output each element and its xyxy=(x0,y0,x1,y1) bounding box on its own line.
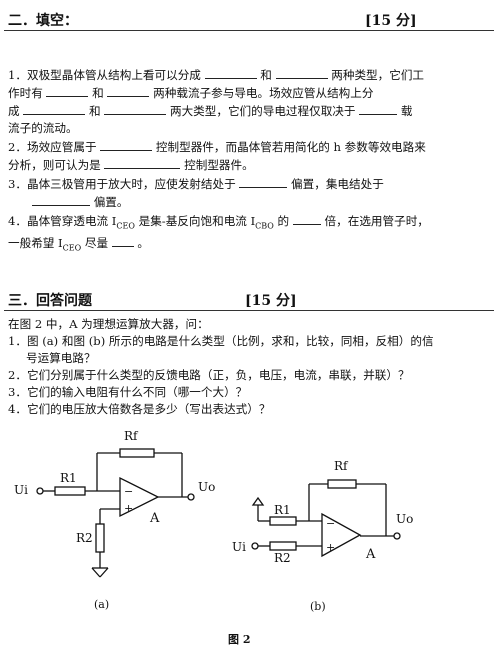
blank[interactable] xyxy=(275,66,328,79)
label-amp-a: A xyxy=(149,511,160,526)
svg-text:+: + xyxy=(326,541,335,554)
circuit-b: − + Rf R1 R2 Ui Uo A (b) xyxy=(232,459,413,613)
svg-text:−: − xyxy=(326,517,335,530)
caption-b: (b) xyxy=(310,600,326,613)
section2-title: 三．回答问题 xyxy=(8,293,92,309)
question-1: 1．双极型晶体管从结构上看可以分成 和 两种类型，它们工 作时有 和 两种载流子… xyxy=(8,66,425,135)
section1-rule xyxy=(4,30,494,31)
section1-score: [15 分] xyxy=(365,13,417,29)
blank[interactable] xyxy=(292,212,321,225)
label-ui-a: Ui xyxy=(14,483,28,497)
label-rf-b: Rf xyxy=(334,459,349,473)
blank[interactable] xyxy=(100,138,153,151)
label-ui-b: Ui xyxy=(232,540,246,554)
caption-a: (a) xyxy=(94,598,109,611)
blank[interactable] xyxy=(104,156,181,169)
label-rf-a: Rf xyxy=(124,429,139,443)
label-amp-b: A xyxy=(365,547,376,562)
blank[interactable] xyxy=(46,84,89,97)
blank[interactable] xyxy=(107,84,150,97)
svg-text:+: + xyxy=(124,502,133,515)
label-r2-a: R2 xyxy=(76,531,93,545)
section2-score: [15 分] xyxy=(245,293,297,309)
question-3: 3．晶体三极管用于放大时，应使发射结处于 偏置，集电结处于 偏置。 xyxy=(8,175,384,209)
label-r2-b: R2 xyxy=(274,551,291,565)
section2-questions: 在图 2 中，A 为理想运算放大器，问： 1．图 (a) 和图 (b) 所示的电… xyxy=(8,317,434,416)
section1-title: 二．填空： xyxy=(8,13,78,29)
label-r1-a: R1 xyxy=(60,471,77,485)
section2-rule xyxy=(4,310,494,311)
blank[interactable] xyxy=(23,102,86,115)
blank[interactable] xyxy=(204,66,257,79)
svg-text:−: − xyxy=(124,485,133,498)
blank[interactable] xyxy=(359,102,398,115)
label-uo-b: Uo xyxy=(396,512,413,526)
question-2: 2．场效应管属于 控制型器件，而晶体管若用简化的 h 参数等效电路来 分析，则可… xyxy=(8,138,426,172)
blank[interactable] xyxy=(239,175,288,188)
label-r1-b: R1 xyxy=(274,503,291,517)
question-4: 4．晶体管穿透电流 ICEO 是集-基反向饱和电流 ICBO 的 倍，在选用管子… xyxy=(8,212,429,253)
blank[interactable] xyxy=(32,193,90,206)
circuit-a: − + Rf R1 R2 Ui Uo A (a) xyxy=(14,429,215,611)
blank[interactable] xyxy=(111,234,134,248)
blank[interactable] xyxy=(104,102,167,115)
label-uo-a: Uo xyxy=(198,480,215,494)
figure-caption: 图 2 xyxy=(228,633,250,646)
